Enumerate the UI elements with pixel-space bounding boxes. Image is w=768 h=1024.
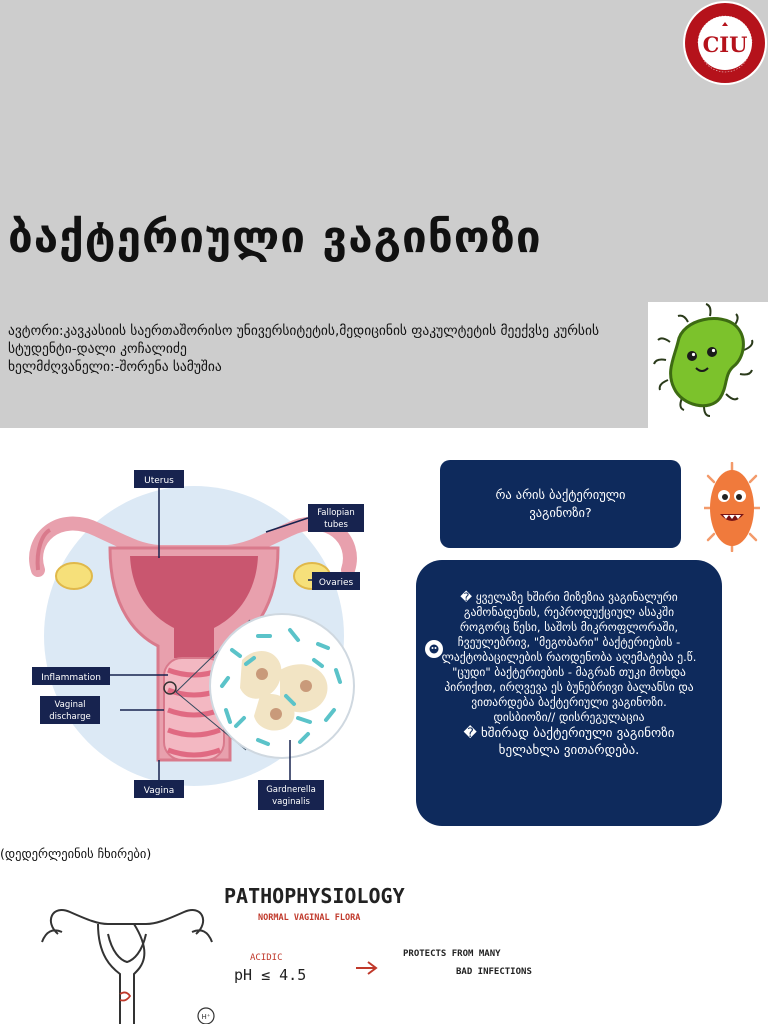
svg-text:Uterus: Uterus <box>144 476 174 486</box>
doderlein-caption: (დედერლეინის ჩხირები) <box>0 846 152 861</box>
bad-infections-text: BAD INFECTIONS <box>456 967 532 977</box>
svg-text:tubes: tubes <box>324 520 348 530</box>
uterus-illustration <box>29 516 357 762</box>
pathophysiology-sketch: H⁺ PATHOPHYSIOLOGY NORMAL VAGINAL FLORA … <box>41 884 532 1024</box>
germ-icon <box>704 462 760 552</box>
title-banner <box>0 0 768 428</box>
svg-text:vaginalis: vaginalis <box>272 797 310 807</box>
pathophysiology-title: PATHOPHYSIOLOGY <box>224 884 405 908</box>
uterus-sketch <box>41 909 213 1024</box>
label-ovaries: Ovaries <box>312 572 360 590</box>
bacterium-illustration-tile <box>648 302 768 428</box>
supervisor-line: ხელმძღვანელი:-შორენა სამუშია <box>8 359 222 375</box>
acidic-label: ACIDIC <box>250 953 283 963</box>
svg-text:discharge: discharge <box>49 712 90 722</box>
svg-text:Gardnerella: Gardnerella <box>266 785 316 795</box>
author-line-2: სტუდენტი-დალი კოჩალიძე <box>8 341 187 357</box>
question-text: რა არის ბაქტერიული ვაგინოზი? <box>495 487 626 520</box>
svg-text:CIU: CIU <box>703 32 748 57</box>
page-title: ბაქტერიული ვაგინოზი <box>8 212 542 263</box>
university-logo: CIU <box>683 1 767 85</box>
label-fallopian-tubes: Fallopian tubes <box>308 504 364 532</box>
label-inflammation: Inflammation <box>32 667 110 685</box>
info-box: � ყველაზე ხშირი მიზეზია ვაგინალური გამონ… <box>416 560 722 826</box>
ph-value: pH ≤ 4.5 <box>234 966 306 984</box>
protects-text: PROTECTS FROM MANY <box>403 949 501 959</box>
label-vaginal-discharge: Vaginal discharge <box>40 696 100 724</box>
author-info: ავტორი:კავკასიის საერთაშორისო უნივერსიტე… <box>8 322 599 376</box>
arrow-icon <box>356 961 378 975</box>
info-paragraph-3: � ხშირად ბაქტერიული ვაგინოზი ხელახლა ვით… <box>463 726 675 758</box>
svg-text:Ovaries: Ovaries <box>319 578 354 588</box>
question-box: რა არის ბაქტერიული ვაგინოზი? <box>440 460 681 548</box>
label-vagina: Vagina <box>134 780 184 798</box>
virus-icon <box>425 640 443 658</box>
normal-flora-subtitle: NORMAL VAGINAL FLORA <box>258 913 360 923</box>
info-paragraph-2: დისბიოზი// დისრეგულაცია <box>493 710 645 724</box>
bacteria-magnified-view <box>209 613 355 759</box>
label-uterus: Uterus <box>134 470 184 488</box>
info-paragraph-1: � ყველაზე ხშირი მიზეზია ვაგინალური გამონ… <box>441 590 697 709</box>
svg-text:Inflammation: Inflammation <box>41 673 101 683</box>
reproductive-system-diagram: Uterus Fallopian tubes Ovaries Inflammat… <box>29 470 364 810</box>
svg-text:Vagina: Vagina <box>144 786 174 796</box>
label-gardnerella-vaginalis: Gardnerella vaginalis <box>258 780 324 810</box>
hydrogen-ion-label: H⁺ <box>202 1013 211 1021</box>
svg-text:Vaginal: Vaginal <box>54 700 85 710</box>
author-line-1: ავტორი:კავკასიის საერთაშორისო უნივერსიტე… <box>8 323 600 339</box>
svg-text:Fallopian: Fallopian <box>317 508 355 518</box>
bacterium-icon <box>653 303 754 417</box>
